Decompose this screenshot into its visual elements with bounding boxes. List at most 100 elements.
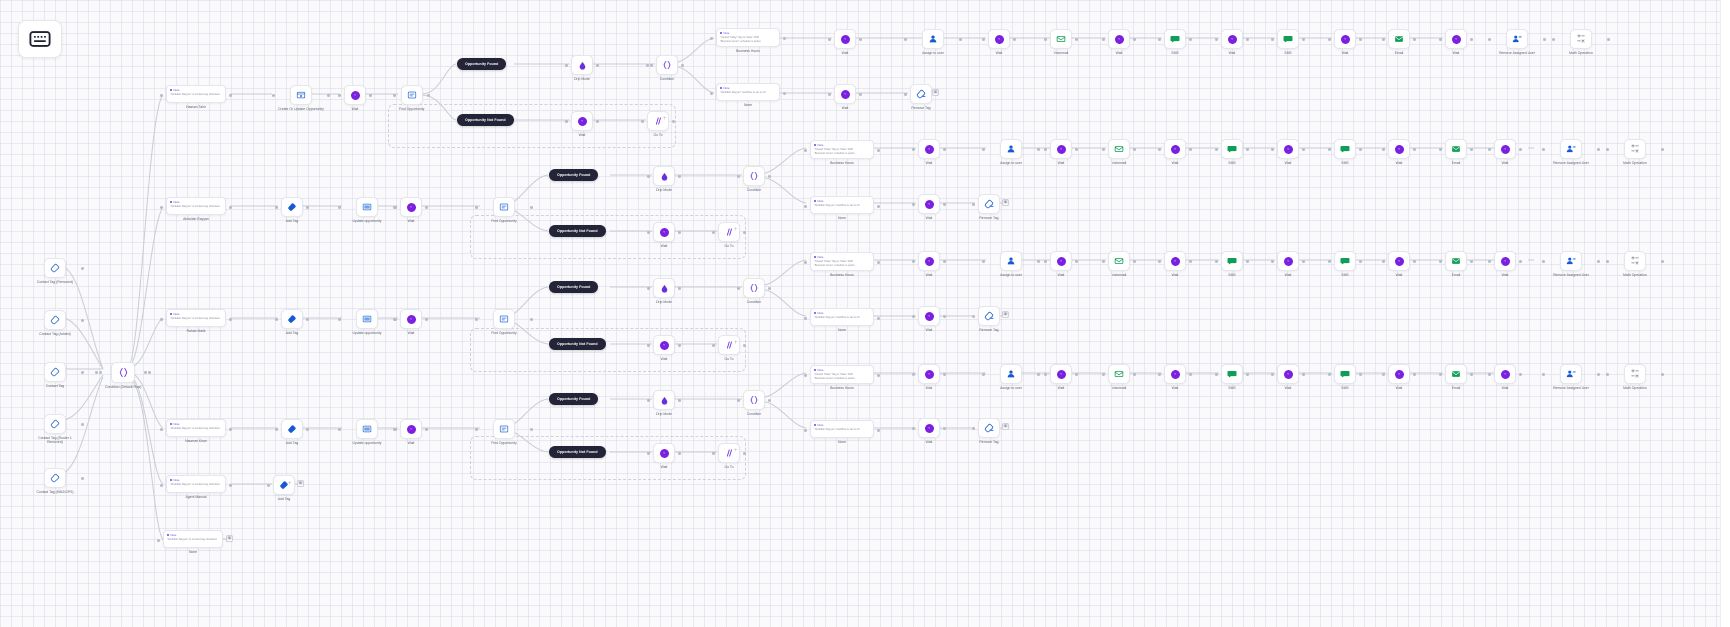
output-port[interactable] [1519, 148, 1522, 151]
trigger-node-contact-tag[interactable]: Contact Tag [32, 362, 84, 388]
tail-node-row1-9[interactable]: Email [1382, 29, 1416, 55]
input-port[interactable] [804, 205, 807, 208]
input-port[interactable] [982, 373, 985, 376]
note-node-none-row3[interactable]: Note"Abdullah Rayyan" workflow is set to… [804, 308, 880, 332]
input-port[interactable] [565, 120, 568, 123]
input-port[interactable] [647, 344, 650, 347]
output-port[interactable] [1246, 373, 1249, 376]
goto-node-row1[interactable]: Go To [641, 111, 675, 137]
input-port[interactable] [1044, 38, 1047, 41]
input-port[interactable] [828, 38, 831, 41]
trigger-node-contact-tag-removed[interactable]: Contact Tag (Removed) [32, 258, 84, 284]
output-port[interactable] [1661, 148, 1664, 151]
output-port[interactable] [1470, 38, 1473, 41]
branch-pill-opportunity-not-found-row1[interactable]: Opportunity Not Found [457, 114, 514, 126]
input-port[interactable] [475, 318, 478, 321]
short-tail-node-row4-0[interactable]: ‹Wait [912, 418, 946, 444]
goto-node-row3[interactable]: Go To [712, 335, 746, 361]
output-port[interactable] [1661, 260, 1664, 263]
input-port[interactable] [650, 64, 653, 67]
input-port[interactable] [160, 484, 163, 487]
output-port[interactable] [1133, 260, 1136, 263]
input-port[interactable] [737, 287, 740, 290]
add-step-plus-icon-row5[interactable]: + [288, 481, 292, 487]
input-port[interactable] [1542, 373, 1545, 376]
input-port[interactable] [1158, 260, 1161, 263]
output-port[interactable] [1246, 148, 1249, 151]
tail-node-row4-11[interactable]: Remove Assigned User [1542, 364, 1600, 390]
output-port[interactable] [1413, 260, 1416, 263]
note-node-business-hours-row2[interactable]: Note"Closed Today" flag is "false" AND"B… [804, 140, 880, 165]
row2-step-0[interactable]: Add Tag [275, 197, 309, 223]
tail-node-row2-11[interactable]: Remove Assigned User [1542, 139, 1600, 165]
input-port[interactable] [1158, 38, 1161, 41]
output-port[interactable] [768, 287, 771, 290]
output-port[interactable] [427, 94, 431, 97]
output-port[interactable] [1413, 148, 1416, 151]
end-marker-row1[interactable]: ▣ [932, 89, 939, 96]
short-tail-node-row2-1[interactable]: Remove Tag [972, 194, 1006, 220]
find-opportunity-node-row1[interactable]: Find Opportunity [393, 85, 431, 111]
output-port[interactable] [1075, 38, 1078, 41]
row2-step-1[interactable]: Update opportunity [338, 197, 396, 223]
output-port[interactable] [1189, 260, 1192, 263]
row4-step-1[interactable]: Update opportunity [338, 419, 396, 445]
input-port[interactable] [1382, 260, 1385, 263]
output-port[interactable] [877, 374, 880, 377]
output-port[interactable] [678, 344, 681, 347]
input-port[interactable] [972, 427, 975, 430]
tail-node-row4-12[interactable]: Math Operation [1606, 364, 1664, 390]
tail-node-row4-1[interactable]: Assign to user [982, 364, 1040, 390]
input-port[interactable] [647, 399, 650, 402]
tail-node-row2-9[interactable]: Email [1439, 139, 1473, 165]
add-step-plus-icon-row2[interactable]: + [734, 227, 738, 233]
input-port[interactable] [647, 452, 650, 455]
output-port[interactable] [1189, 38, 1192, 41]
input-port[interactable] [1552, 38, 1555, 41]
input-port-secondary[interactable] [646, 64, 649, 67]
input-port[interactable] [272, 94, 275, 97]
input-port[interactable] [1215, 38, 1218, 41]
note-node-business-hours-row1[interactable]: Note "Closed Today" flag is "false" AND … [710, 28, 786, 53]
output-port[interactable] [306, 428, 309, 431]
tail-node-row4-5[interactable]: SMS [1215, 364, 1249, 390]
note-node-row4[interactable]: Note "Abdullah Rayyan" is Contact tag Un… [160, 419, 232, 443]
tail-node-row1-4[interactable]: ‹Wait [1102, 29, 1136, 55]
note-node-business-hours-row3[interactable]: Note"Closed Today" flag is "false" AND"B… [804, 252, 880, 277]
input-port[interactable] [1488, 373, 1491, 376]
output-port[interactable] [1037, 373, 1040, 376]
output-port[interactable] [943, 148, 946, 151]
input-port[interactable] [1158, 148, 1161, 151]
input-port[interactable] [160, 94, 163, 97]
output-port[interactable] [783, 92, 786, 95]
output-port[interactable] [678, 231, 681, 234]
output-port[interactable] [81, 267, 84, 270]
input-port[interactable] [565, 64, 568, 67]
goto-node-row4[interactable]: Go To [712, 443, 746, 469]
tail-node-row2-6[interactable]: ‹Wait [1271, 139, 1305, 165]
condition-node-row2[interactable]: Condition [737, 166, 771, 192]
tail-node-row4-4[interactable]: ‹Wait [1158, 364, 1192, 390]
input-port[interactable] [904, 93, 907, 96]
output-port[interactable] [678, 175, 681, 178]
input-port[interactable] [1606, 260, 1609, 263]
tail-node-row2-7[interactable]: SMS [1328, 139, 1362, 165]
input-port[interactable] [1439, 260, 1442, 263]
input-port[interactable] [1382, 148, 1385, 151]
input-port[interactable] [338, 318, 341, 321]
add-step-plus-icon-row3[interactable]: + [734, 340, 738, 346]
short-tail-node-row1-0[interactable]: ‹Wait [828, 84, 862, 110]
tail-node-row1-10[interactable]: ‹Wait [1439, 29, 1473, 55]
input-port[interactable] [710, 92, 713, 95]
tail-node-row4-2[interactable]: ‹Wait [1044, 364, 1078, 390]
output-port[interactable] [327, 94, 330, 97]
output-port[interactable] [1133, 373, 1136, 376]
output-port[interactable] [306, 318, 309, 321]
input-port[interactable] [1606, 148, 1609, 151]
output-port[interactable] [678, 287, 681, 290]
condition-node-row1[interactable]: Condition [646, 55, 684, 81]
output-port[interactable] [1359, 38, 1362, 41]
row4-step-2[interactable]: ‹Wait [394, 419, 428, 445]
input-port[interactable] [1158, 373, 1161, 376]
wait-node-row3-notfound[interactable]: ‹Wait [647, 335, 681, 361]
